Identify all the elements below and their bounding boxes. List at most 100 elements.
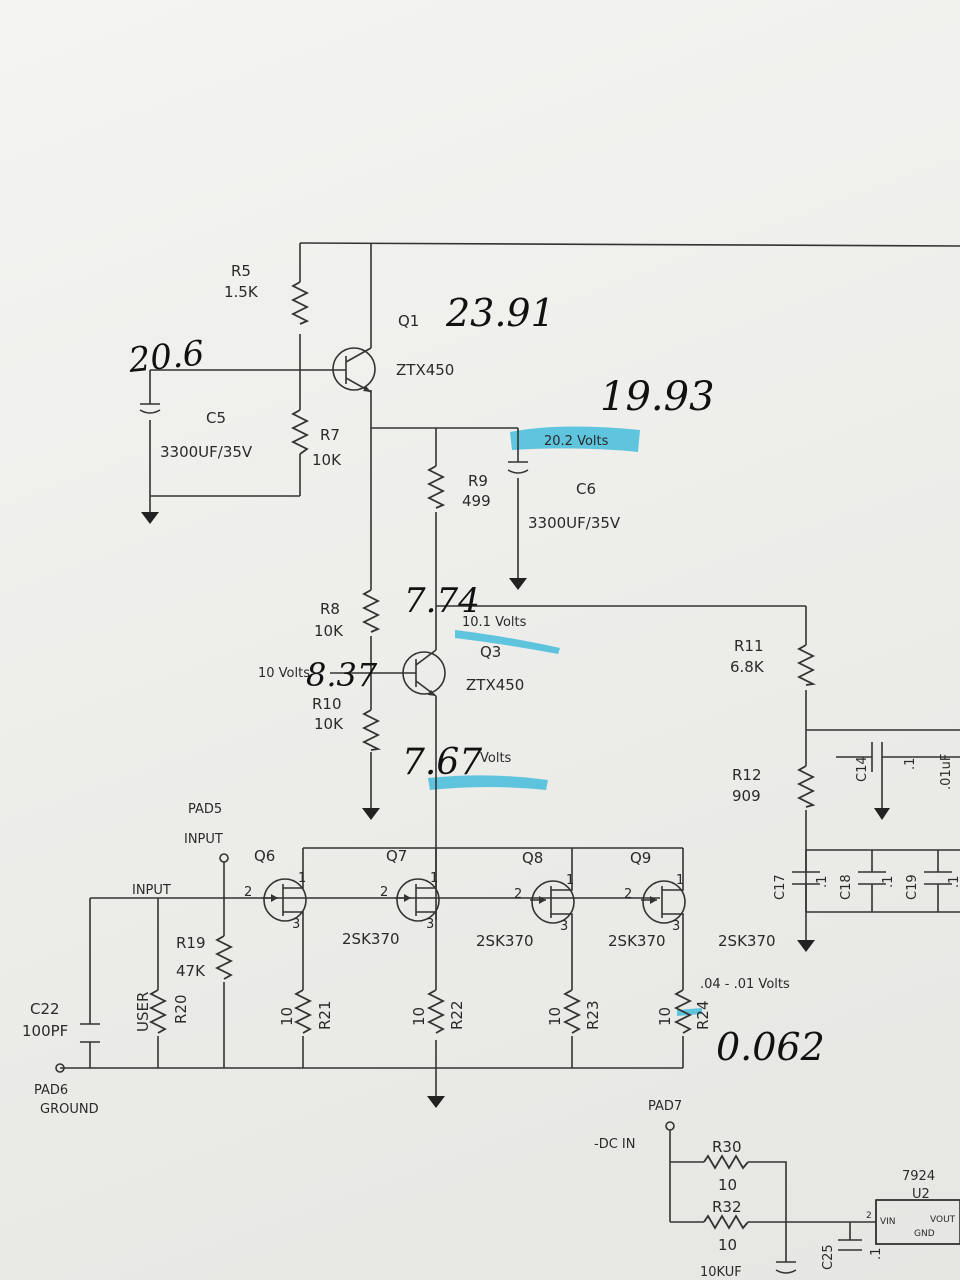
ground-icon: [874, 808, 890, 820]
c17-ref: C17: [773, 874, 788, 900]
r22-ref: R22: [448, 1000, 466, 1030]
pad6-ref: PAD6: [34, 1083, 68, 1098]
resistor-r32: [703, 1214, 749, 1230]
r30-value: 10: [718, 1176, 737, 1194]
resistor-r21: [293, 989, 313, 1034]
r12-value: 909: [732, 787, 761, 805]
capacitor-c14: [836, 742, 960, 772]
r12-ref: R12: [732, 766, 762, 784]
hand-20-6: 20.6: [126, 333, 206, 381]
pad7-ref: PAD7: [648, 1099, 682, 1114]
r9-value: 499: [462, 492, 491, 510]
ground-icon: [141, 512, 159, 524]
r24-value: 10: [656, 1007, 674, 1026]
pin-q6-source: 3: [292, 917, 300, 932]
r30-ref: R30: [712, 1138, 742, 1156]
c19-value: .1: [947, 876, 960, 888]
pad6-terminal: [55, 1063, 65, 1073]
q8-ref: Q8: [522, 849, 543, 867]
hand-23-91: 23.91: [445, 291, 555, 335]
pad5-terminal: [219, 853, 229, 863]
capacitor-c-dc: [775, 1261, 797, 1274]
pin-q8-gate: 2: [514, 887, 522, 902]
c14-ref: C14: [855, 756, 870, 782]
u2-pin-gnd: GND: [914, 1229, 935, 1239]
capacitor-c17: [792, 850, 820, 912]
resistor-r11: [796, 644, 816, 686]
pin-q9-drain: 1: [676, 873, 684, 888]
note-volts: Volts: [480, 751, 512, 766]
r19-value: 47K: [176, 962, 206, 980]
jfet-q8: [530, 876, 575, 924]
transistor-q1: [332, 347, 376, 393]
u2-pin-vout: VOUT: [930, 1215, 956, 1225]
c6-value: 3300UF/35V: [528, 514, 621, 532]
note-20v: 20.2 Volts: [544, 434, 609, 449]
resistor-r22: [426, 989, 446, 1034]
r5-value: 1.5K: [224, 283, 259, 301]
ground-icon: [509, 578, 527, 590]
r32-ref: R32: [712, 1198, 742, 1216]
c-dc-value: 10KUF: [700, 1265, 742, 1280]
pad7-terminal: [665, 1121, 675, 1131]
r8-ref: R8: [320, 600, 340, 618]
r32-value: 10: [718, 1236, 737, 1254]
r23-ref: R23: [584, 1000, 602, 1030]
note-mv: .04 - .01 Volts: [700, 977, 790, 992]
capacitor-c25: [838, 1239, 862, 1251]
r22-value: 10: [410, 1007, 428, 1026]
hand-19-93: 19.93: [600, 374, 715, 420]
r24-ref: R24: [694, 1000, 712, 1030]
capacitor-c6: [507, 461, 529, 474]
resistor-r10: [361, 709, 381, 751]
u2-ref: U2: [912, 1187, 930, 1202]
resistor-r7: [290, 409, 310, 455]
r23-value: 10: [546, 1007, 564, 1026]
q8-part: 2SK370: [476, 932, 534, 950]
jfet-q9: [641, 876, 686, 924]
resistor-r30: [703, 1154, 749, 1170]
r10-value: 10K: [314, 715, 344, 733]
pad5-ref: PAD5: [188, 802, 222, 817]
resistor-r19: [214, 935, 234, 980]
resistor-r12: [796, 765, 816, 808]
handwritten-notes: 23.91 20.6 19.93 7.74 8.37 7.67 0.062: [126, 291, 825, 1069]
r9-ref: R9: [468, 472, 488, 490]
pin-q8-source: 3: [560, 919, 568, 934]
pin-q6-gate: 2: [244, 885, 252, 900]
ground-icon: [427, 1096, 445, 1108]
u2-pin-2: 2: [866, 1211, 872, 1221]
c18-ref: C18: [839, 874, 854, 900]
resistor-r5: [290, 281, 310, 325]
resistor-r9: [426, 465, 446, 509]
r5-ref: R5: [231, 262, 251, 280]
ground-symbols: [141, 512, 890, 1108]
pad6-label: GROUND: [40, 1102, 99, 1117]
r19-ref: R19: [176, 934, 206, 952]
note-10v: 10.1 Volts: [462, 615, 527, 630]
printed-labels: R5 1.5K Q1 ZTX450 C5 3300UF/35V R7 10K R…: [22, 262, 960, 1280]
r20-value: USER: [134, 992, 152, 1032]
c14b-value: .01uF: [939, 754, 954, 790]
r11-value: 6.8K: [730, 658, 765, 676]
r7-value: 10K: [312, 451, 342, 469]
transistors: [262, 347, 686, 924]
c5-value: 3300UF/35V: [160, 443, 253, 461]
r21-value: 10: [278, 1007, 296, 1026]
ground-icon: [362, 808, 380, 820]
jfet-q6: [262, 876, 307, 922]
hand-7-74: 7.74: [404, 581, 480, 621]
pin-q9-source: 3: [672, 919, 680, 934]
pads: [55, 853, 960, 1245]
r7-ref: R7: [320, 426, 340, 444]
c18-value: .1: [881, 876, 896, 888]
hand-0-062: 0.062: [716, 1025, 825, 1069]
r11-ref: R11: [734, 637, 764, 655]
c25-value: .1: [869, 1248, 884, 1260]
c17-value: .1: [815, 876, 830, 888]
ground-icon: [797, 940, 815, 952]
pin-q7-gate: 2: [380, 885, 388, 900]
c19-ref: C19: [905, 874, 920, 900]
capacitor-c19: [924, 850, 952, 912]
